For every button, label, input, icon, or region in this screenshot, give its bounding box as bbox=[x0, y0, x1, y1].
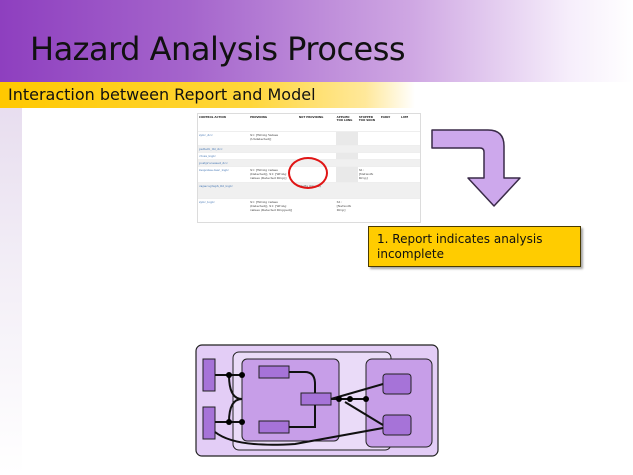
model-junction-dot bbox=[226, 419, 232, 425]
table-cell bbox=[399, 166, 420, 183]
col-header: EARLY bbox=[381, 115, 391, 119]
table-cell bbox=[399, 152, 420, 160]
table-cell: pattern_lbl_dcc bbox=[198, 145, 250, 153]
curved-turn-down-arrow-icon bbox=[431, 129, 521, 207]
col-header: CONTROL ACTION bbox=[199, 115, 226, 119]
table-cell bbox=[380, 152, 400, 160]
table-cell bbox=[380, 131, 400, 146]
table-cell bbox=[399, 159, 420, 167]
table-cell: S1: [Wrong values (Detected)], S1: [Wron… bbox=[249, 166, 298, 183]
table-cell: S1: [Wrong Values (Undetected)] bbox=[249, 131, 298, 146]
callout-text: 1. Report indicates analysis incomplete bbox=[377, 232, 543, 261]
col-header: STOPPED TOO SOON bbox=[358, 115, 375, 122]
model-connector bbox=[289, 405, 316, 428]
model-small-block-bottom bbox=[258, 420, 290, 434]
table-cell bbox=[249, 152, 298, 160]
col-header: PROVIDING bbox=[250, 115, 268, 119]
table-cell bbox=[380, 182, 400, 199]
table-cell bbox=[335, 182, 358, 199]
table-cell bbox=[399, 182, 420, 199]
table-cell: sync_dcc bbox=[198, 131, 250, 146]
table-cell bbox=[357, 152, 381, 160]
table-cell bbox=[380, 159, 400, 167]
table-cell bbox=[249, 145, 298, 153]
table-cell bbox=[297, 131, 336, 146]
model-junction-dot bbox=[336, 396, 342, 402]
model-connector bbox=[228, 398, 243, 423]
table-cell bbox=[399, 198, 420, 215]
model-connector bbox=[289, 371, 316, 393]
col-header: APPLIED TOO LONG bbox=[336, 115, 353, 122]
table-cell bbox=[357, 159, 381, 167]
model-left-block-bottom bbox=[202, 406, 216, 440]
table-cell bbox=[297, 145, 336, 153]
model-small-block-top bbox=[258, 365, 290, 379]
model-right-block-top bbox=[382, 373, 412, 395]
table-cell bbox=[335, 166, 358, 183]
model-junction-dot bbox=[226, 372, 232, 378]
slide-title: Hazard Analysis Process bbox=[30, 30, 406, 68]
table-cell bbox=[380, 198, 400, 215]
callout-box: 1. Report indicates analysis incomplete bbox=[368, 226, 581, 267]
model-junction-dot bbox=[239, 372, 245, 378]
model-connector bbox=[214, 427, 384, 446]
slide-subtitle: Interaction between Report and Model bbox=[8, 85, 316, 104]
table-row: cross_logic bbox=[198, 152, 420, 160]
table-cell bbox=[399, 131, 420, 146]
model-diagram bbox=[195, 344, 439, 457]
side-band bbox=[0, 82, 22, 475]
model-small-block-mid bbox=[300, 392, 332, 406]
subtitle-band: Interaction between Report and Model bbox=[0, 82, 415, 108]
table-cell bbox=[357, 198, 381, 215]
table-cell bbox=[357, 145, 381, 153]
table-cell bbox=[335, 131, 358, 146]
table-cell: capacograph_lbl_logic bbox=[198, 182, 250, 199]
table-cell bbox=[249, 159, 298, 167]
report-table-header: CONTROL ACTION PROVIDING NOT PROVIDING A… bbox=[198, 114, 420, 132]
table-cell bbox=[357, 131, 381, 146]
table-row: sync_dcc S1: [Wrong Values (Undetected)] bbox=[198, 131, 420, 146]
table-cell: cross_logic bbox=[198, 152, 250, 160]
model-right-block-bottom bbox=[382, 414, 412, 436]
table-cell bbox=[335, 159, 358, 167]
model-junction-dot bbox=[347, 396, 353, 402]
col-header: NOT PROVIDING bbox=[298, 115, 324, 119]
red-circle-highlight bbox=[288, 157, 328, 189]
table-cell bbox=[357, 182, 381, 199]
model-connector bbox=[344, 401, 384, 426]
model-left-block-top bbox=[202, 358, 216, 392]
table-cell bbox=[297, 152, 336, 160]
table-cell bbox=[399, 145, 420, 153]
table-cell bbox=[380, 145, 400, 153]
table-cell bbox=[335, 145, 358, 153]
table-cell: S1: [Network Drop] bbox=[335, 198, 358, 215]
table-cell bbox=[297, 198, 336, 215]
model-junction-dot bbox=[239, 419, 245, 425]
title-band bbox=[0, 0, 633, 82]
table-row: sync_logic S1: [Wrong values (Detected)]… bbox=[198, 198, 420, 215]
table-cell bbox=[380, 166, 400, 183]
model-junction-dot bbox=[363, 396, 369, 402]
table-cell: response-resc_logic bbox=[198, 166, 250, 183]
table-cell: S1: [Wrong values (Detected)], S1: [Wron… bbox=[249, 198, 298, 215]
col-header: LATE bbox=[400, 115, 409, 119]
table-cell: S1: [Network Drop] bbox=[357, 166, 381, 183]
table-cell bbox=[249, 182, 298, 199]
table-cell bbox=[335, 152, 358, 160]
table-cell: postprocessed_dcc bbox=[198, 159, 250, 167]
table-cell: sync_logic bbox=[198, 198, 250, 215]
table-row: pattern_lbl_dcc bbox=[198, 145, 420, 153]
